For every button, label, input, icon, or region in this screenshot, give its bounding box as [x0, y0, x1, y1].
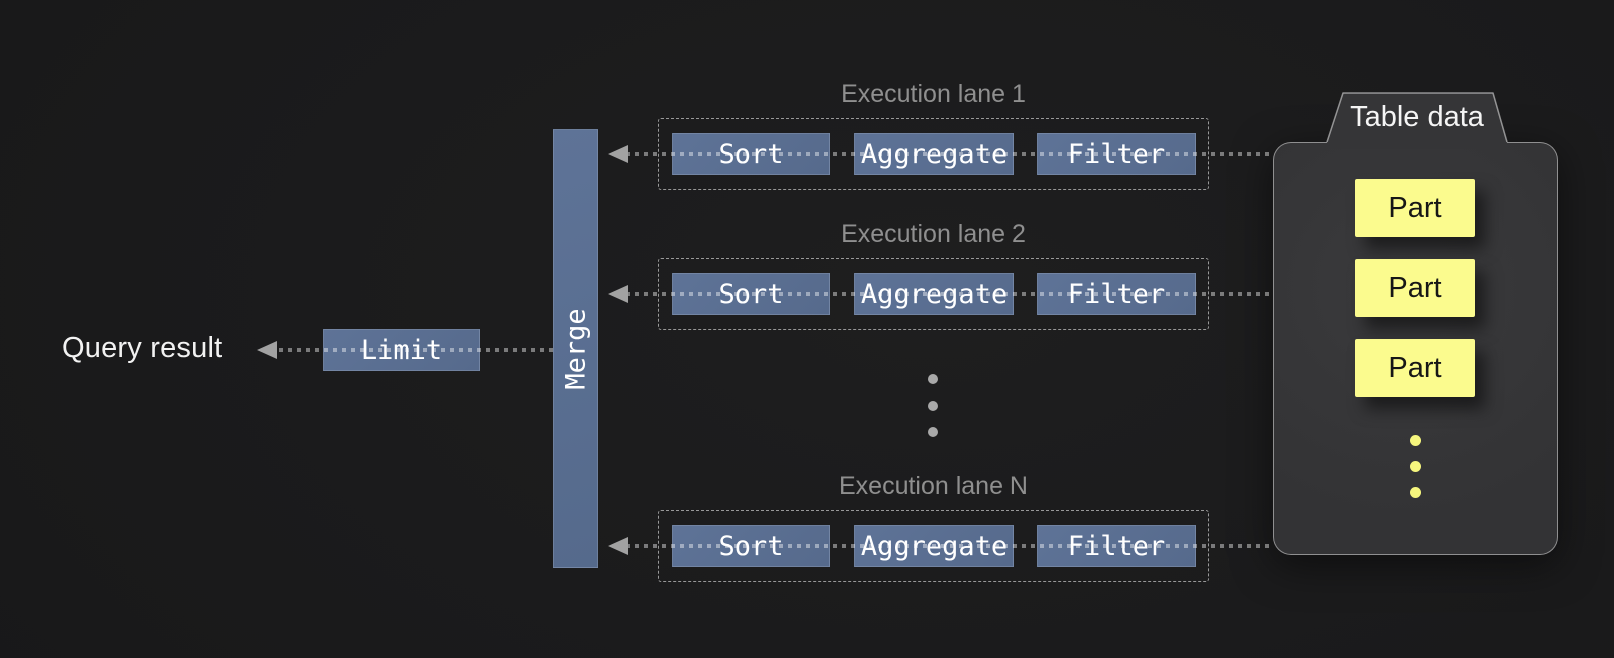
- flow-line-table-to-lane-2: [626, 292, 1273, 296]
- lanes-ellipsis-dot-1: [928, 374, 938, 384]
- lane-n-filter-label: Filter: [1067, 530, 1166, 562]
- lane-1-boundary: [658, 118, 1209, 190]
- arrow-lane-n-to-merge-icon: [608, 537, 628, 555]
- query-result-label: Query result: [62, 332, 223, 365]
- arrow-lane-2-to-merge-icon: [608, 285, 628, 303]
- part-1-label: Part: [1388, 191, 1442, 224]
- merge-operator-label: Merge: [560, 307, 591, 390]
- lane-2-boundary: [658, 258, 1209, 330]
- lane-1-aggregate-label: Aggregate: [860, 138, 1008, 170]
- lane-1-filter-label: Filter: [1067, 138, 1166, 170]
- lane-1-aggregate-box: Aggregate: [854, 133, 1014, 175]
- lane-1-sort-box: Sort: [672, 133, 830, 175]
- lane-n-sort-box: Sort: [672, 525, 830, 567]
- lane-2-filter-label: Filter: [1067, 278, 1166, 310]
- merge-operator-bar: Merge: [553, 129, 598, 568]
- lane-1-filter-box: Filter: [1037, 133, 1196, 175]
- part-box-3: Part: [1355, 339, 1475, 397]
- limit-operator-box: Limit: [323, 329, 480, 371]
- lane-1-sort-label: Sort: [718, 138, 784, 170]
- limit-operator-label: Limit: [360, 334, 443, 366]
- lane-2-filter-box: Filter: [1037, 273, 1196, 315]
- lane-n-aggregate-box: Aggregate: [854, 525, 1014, 567]
- flow-line-table-to-lane-1: [626, 152, 1273, 156]
- lane-2-sort-label: Sort: [718, 278, 784, 310]
- parts-ellipsis-dot-2: [1410, 461, 1421, 472]
- lane-2-title: Execution lane 2: [841, 220, 1026, 248]
- part-3-label: Part: [1388, 351, 1442, 384]
- lane-2-aggregate-box: Aggregate: [854, 273, 1014, 315]
- lane-1-title: Execution lane 1: [841, 80, 1026, 108]
- flow-line-merge-to-query-result: [279, 348, 553, 352]
- lane-n-filter-box: Filter: [1037, 525, 1196, 567]
- table-data-title: Table data: [1350, 100, 1484, 133]
- part-box-2: Part: [1355, 259, 1475, 317]
- parts-ellipsis-dot-1: [1410, 435, 1421, 446]
- lane-n-aggregate-label: Aggregate: [860, 530, 1008, 562]
- arrow-lane-1-to-merge-icon: [608, 145, 628, 163]
- lane-2-aggregate-label: Aggregate: [860, 278, 1008, 310]
- lanes-ellipsis-dot-2: [928, 401, 938, 411]
- table-data-tab: [1326, 92, 1508, 149]
- lane-n-title: Execution lane N: [838, 472, 1028, 500]
- lane-n-sort-label: Sort: [718, 530, 784, 562]
- arrow-to-query-result-icon: [257, 341, 277, 359]
- part-2-label: Part: [1388, 271, 1442, 304]
- flow-line-table-to-lane-n: [626, 544, 1273, 548]
- parts-ellipsis-dot-3: [1410, 487, 1421, 498]
- lane-n-boundary: [658, 510, 1209, 582]
- part-box-1: Part: [1355, 179, 1475, 237]
- lanes-ellipsis-dot-3: [928, 427, 938, 437]
- lane-2-sort-box: Sort: [672, 273, 830, 315]
